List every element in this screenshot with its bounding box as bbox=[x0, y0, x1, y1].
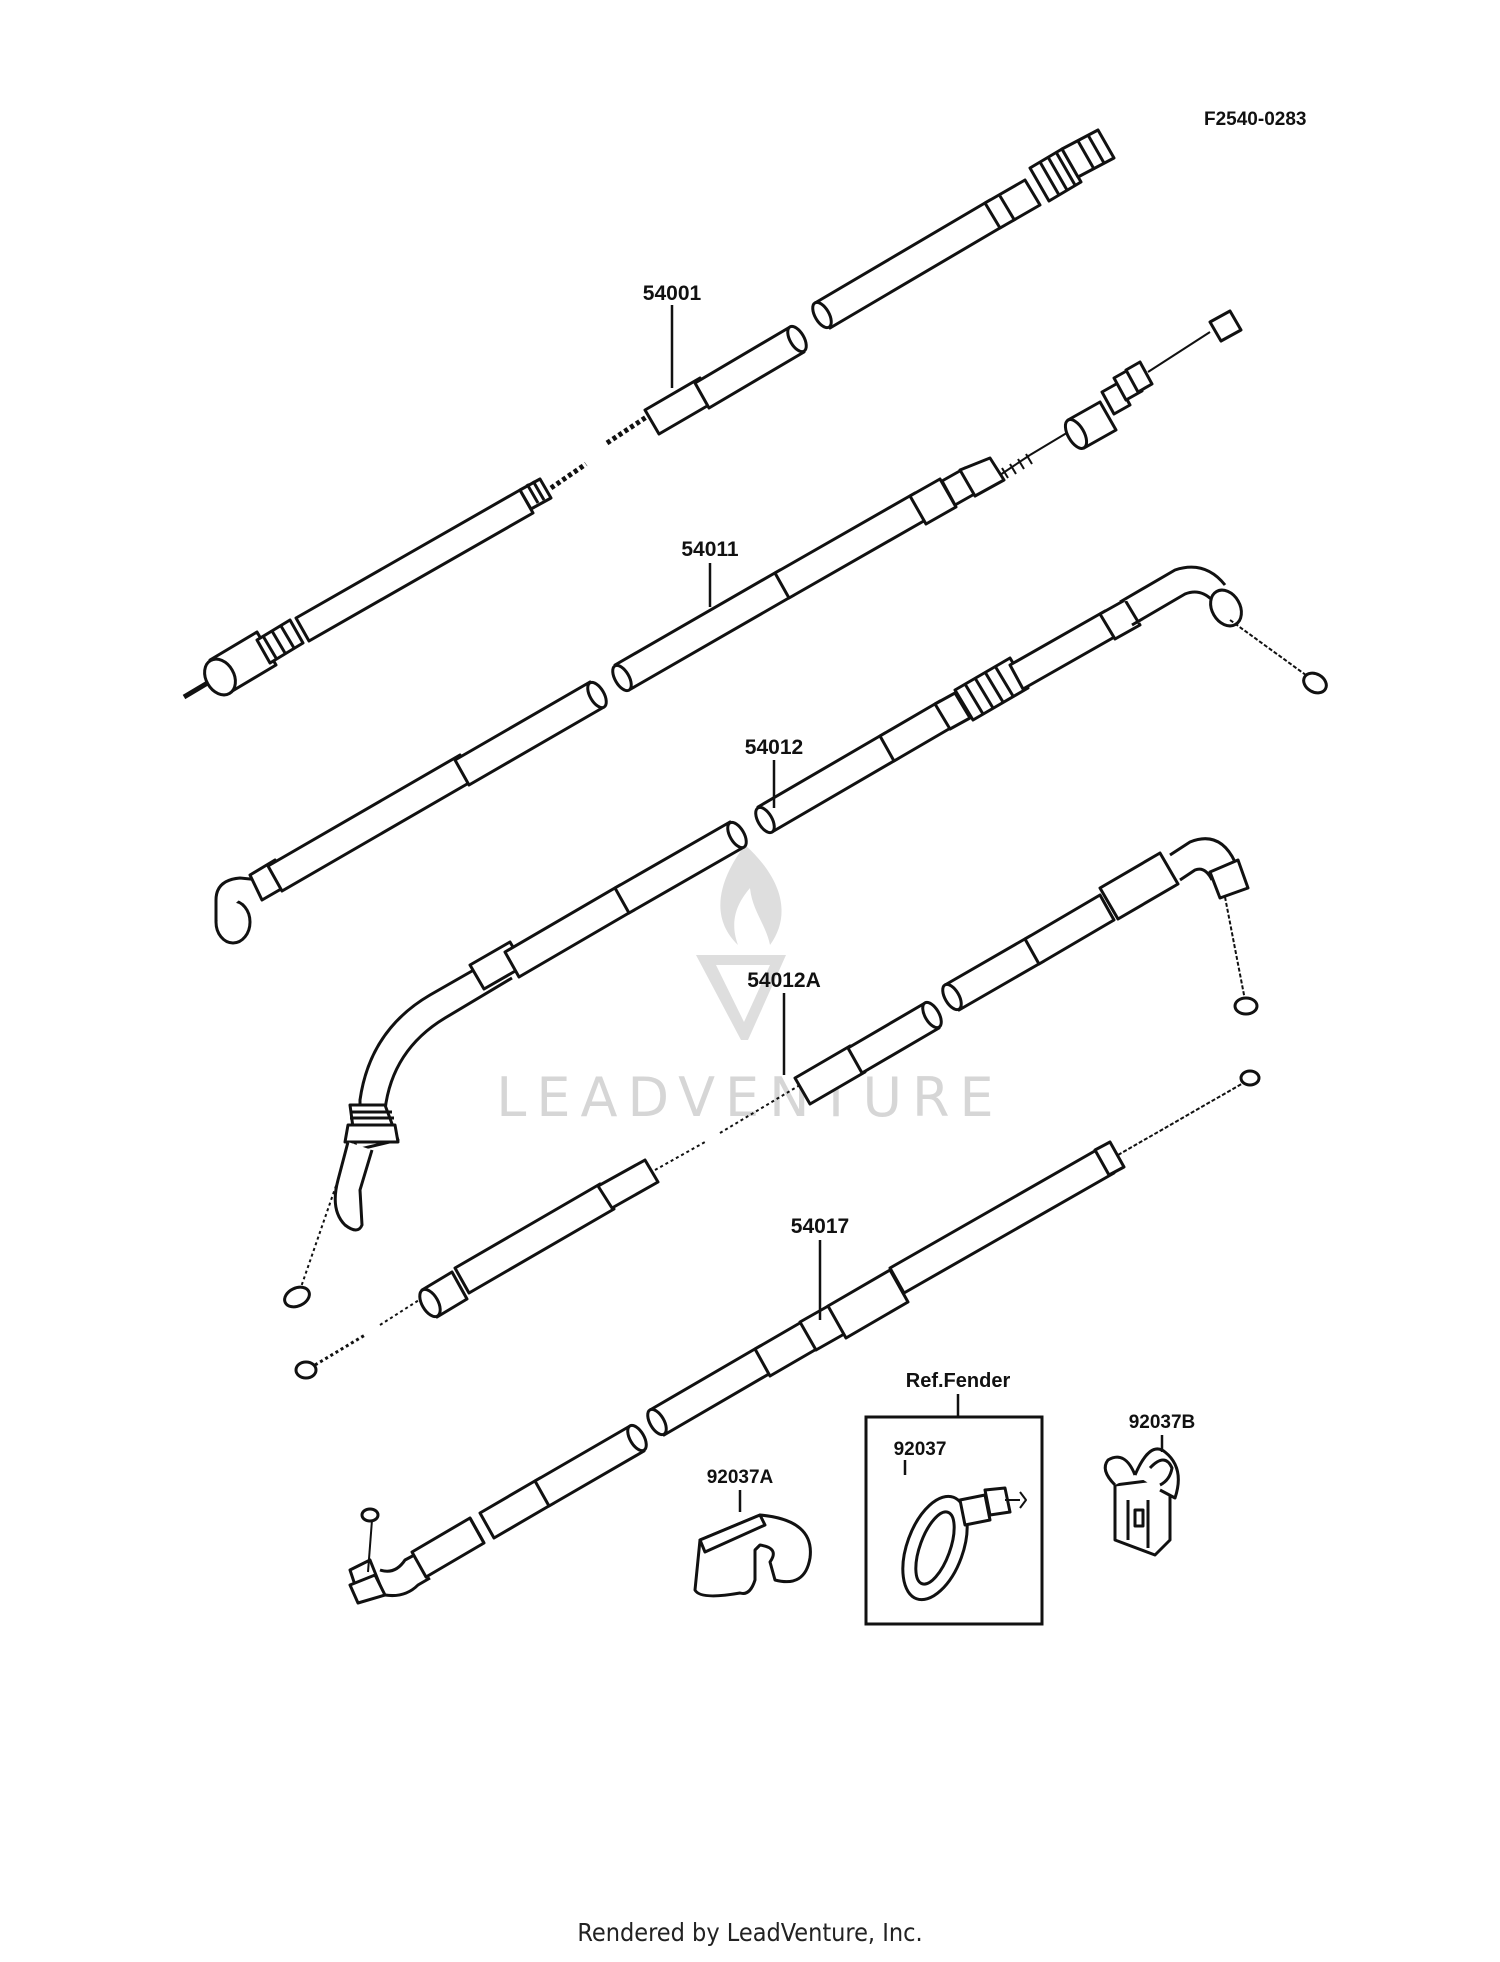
throttle-cable-decelerator[interactable] bbox=[294, 837, 1259, 1380]
clutch-cable[interactable] bbox=[214, 309, 1243, 945]
diagram-code-label: F2540-0283 bbox=[1204, 109, 1306, 130]
cable-clamp-b[interactable] bbox=[1103, 1447, 1180, 1557]
cable-clamp[interactable] bbox=[890, 1486, 1027, 1609]
footer-credit: Rendered by LeadVenture, Inc. bbox=[577, 1918, 923, 1947]
label-54012a: 54012A bbox=[747, 969, 821, 992]
watermark-v-icon bbox=[696, 955, 786, 1040]
label-54017: 54017 bbox=[791, 1215, 849, 1238]
reference-box-label: Ref.Fender bbox=[906, 1370, 1011, 1392]
label-54012: 54012 bbox=[745, 736, 803, 759]
watermark: LEADVENTURE bbox=[496, 845, 1003, 1129]
label-54001: 54001 bbox=[643, 282, 702, 305]
label-92037a: 92037A bbox=[707, 1467, 774, 1488]
label-54011: 54011 bbox=[681, 538, 739, 561]
speedometer-cable[interactable] bbox=[182, 128, 1116, 700]
throttle-cable-accelerator[interactable] bbox=[281, 565, 1329, 1311]
label-92037: 92037 bbox=[894, 1439, 947, 1460]
choke-cable[interactable] bbox=[348, 1069, 1261, 1605]
cable-clamp-a[interactable] bbox=[693, 1513, 812, 1598]
reference-box-frame bbox=[864, 1415, 1044, 1626]
watermark-text: LEADVENTURE bbox=[496, 1066, 1003, 1129]
reference-box-fender: Ref.Fender bbox=[864, 1370, 1044, 1626]
watermark-flame-icon bbox=[720, 845, 782, 945]
label-92037b: 92037B bbox=[1129, 1412, 1196, 1433]
